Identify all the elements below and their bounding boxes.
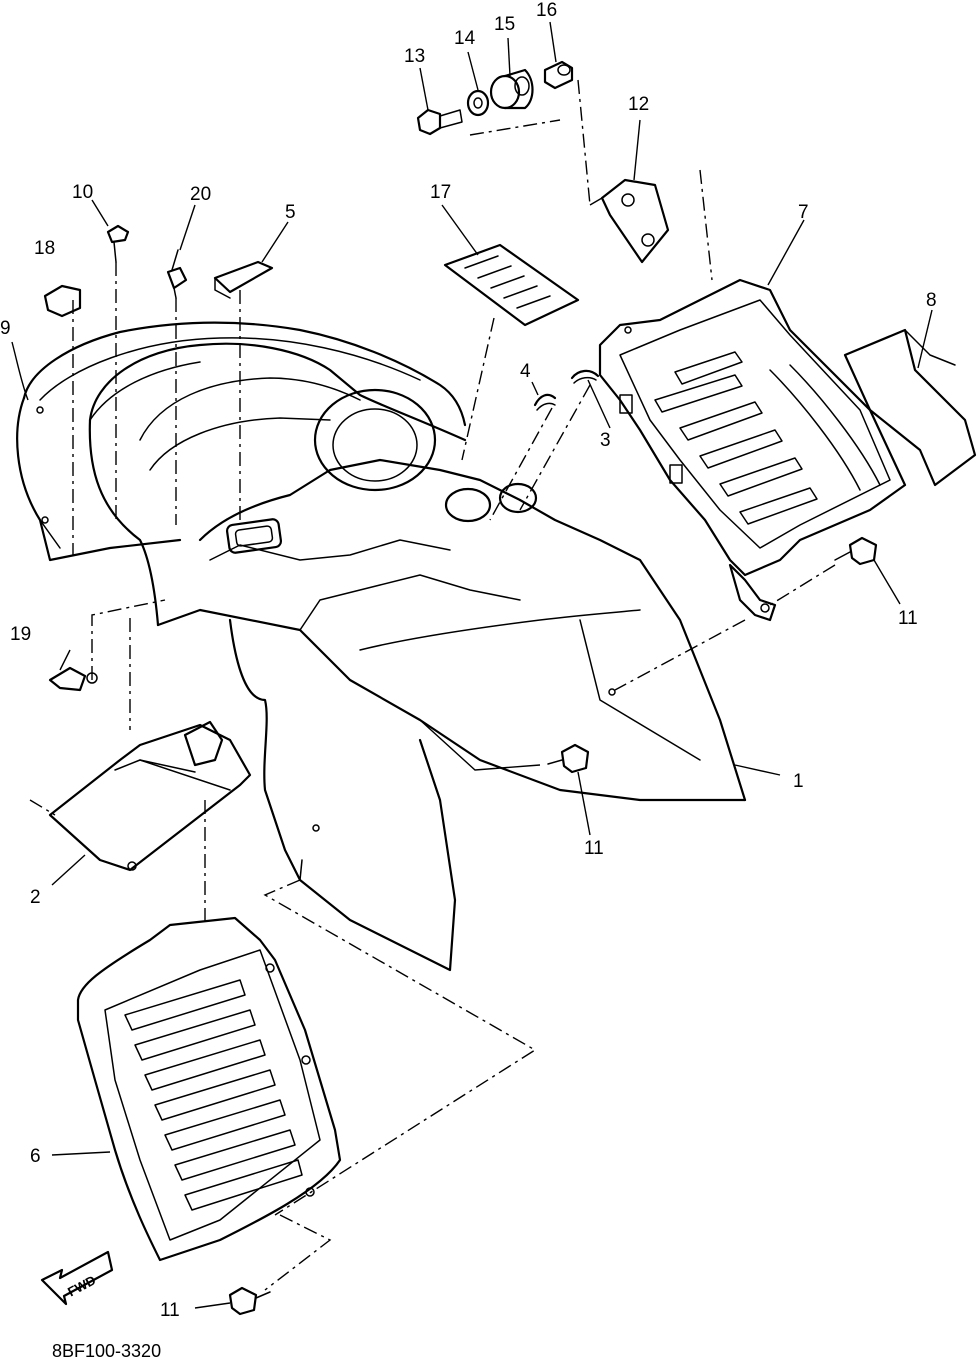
callout-5: 5 xyxy=(285,202,296,223)
part-5-clip xyxy=(213,260,274,299)
leader-lines xyxy=(11,21,933,1309)
drawing-code: 8BF100-3320 xyxy=(52,1341,161,1361)
part-4-hose xyxy=(533,393,557,411)
callout-20: 20 xyxy=(190,184,211,205)
callout-12: 12 xyxy=(628,94,649,115)
callout-4: 4 xyxy=(520,361,531,382)
callout-10: 10 xyxy=(72,182,93,203)
callout-9: 9 xyxy=(0,318,11,339)
callout-3: 3 xyxy=(600,430,611,451)
callout-13: 13 xyxy=(404,46,425,67)
part-10-screw xyxy=(106,224,130,263)
part-11-screw-center xyxy=(547,743,590,774)
callout-11-center: 11 xyxy=(584,838,604,859)
callout-11-bottom: 11 xyxy=(160,1300,180,1321)
part-9-rear-fender xyxy=(16,321,467,562)
part-13-bolt xyxy=(416,108,463,136)
part-17-plate xyxy=(443,243,580,327)
callout-7: 7 xyxy=(798,202,809,223)
callout-16: 16 xyxy=(536,0,557,21)
callout-11-right: 11 xyxy=(898,608,918,629)
part-2-lower-panel xyxy=(48,720,252,872)
louvers xyxy=(654,351,818,525)
callout-18: 18 xyxy=(34,238,55,259)
part-16-collar xyxy=(543,60,574,90)
part-20-rivet xyxy=(166,249,188,299)
part-19-clamp xyxy=(48,666,98,692)
part-14-washer xyxy=(466,89,490,117)
callout-labels: 1 2 3 4 5 6 7 8 9 10 11 12 13 14 15 16 1… xyxy=(0,0,937,1321)
callout-2: 2 xyxy=(30,887,41,908)
assembly-lines xyxy=(29,79,836,1291)
part-18-grommet xyxy=(43,284,82,318)
part-6-left-side-cover xyxy=(76,916,342,1262)
callout-8: 8 xyxy=(926,290,937,311)
part-12-bracket xyxy=(600,178,670,264)
part-7-right-side-cover xyxy=(598,278,907,622)
part-11-screw-bottom xyxy=(228,1286,271,1316)
fwd-label: FWD xyxy=(65,1272,98,1299)
callout-19: 19 xyxy=(10,624,31,645)
louvers xyxy=(124,979,303,1211)
callout-6: 6 xyxy=(30,1146,41,1167)
callout-1: 1 xyxy=(793,771,804,792)
part-3-hose xyxy=(570,369,600,384)
callout-15: 15 xyxy=(494,14,515,35)
part-15-damper xyxy=(489,68,534,110)
callout-14: 14 xyxy=(454,28,476,49)
part-1-front-body xyxy=(88,342,747,972)
part-8-strip xyxy=(843,328,977,487)
part-11-screw-right xyxy=(834,536,878,566)
callout-17: 17 xyxy=(430,182,451,203)
fwd-arrow: FWD xyxy=(40,1250,114,1306)
